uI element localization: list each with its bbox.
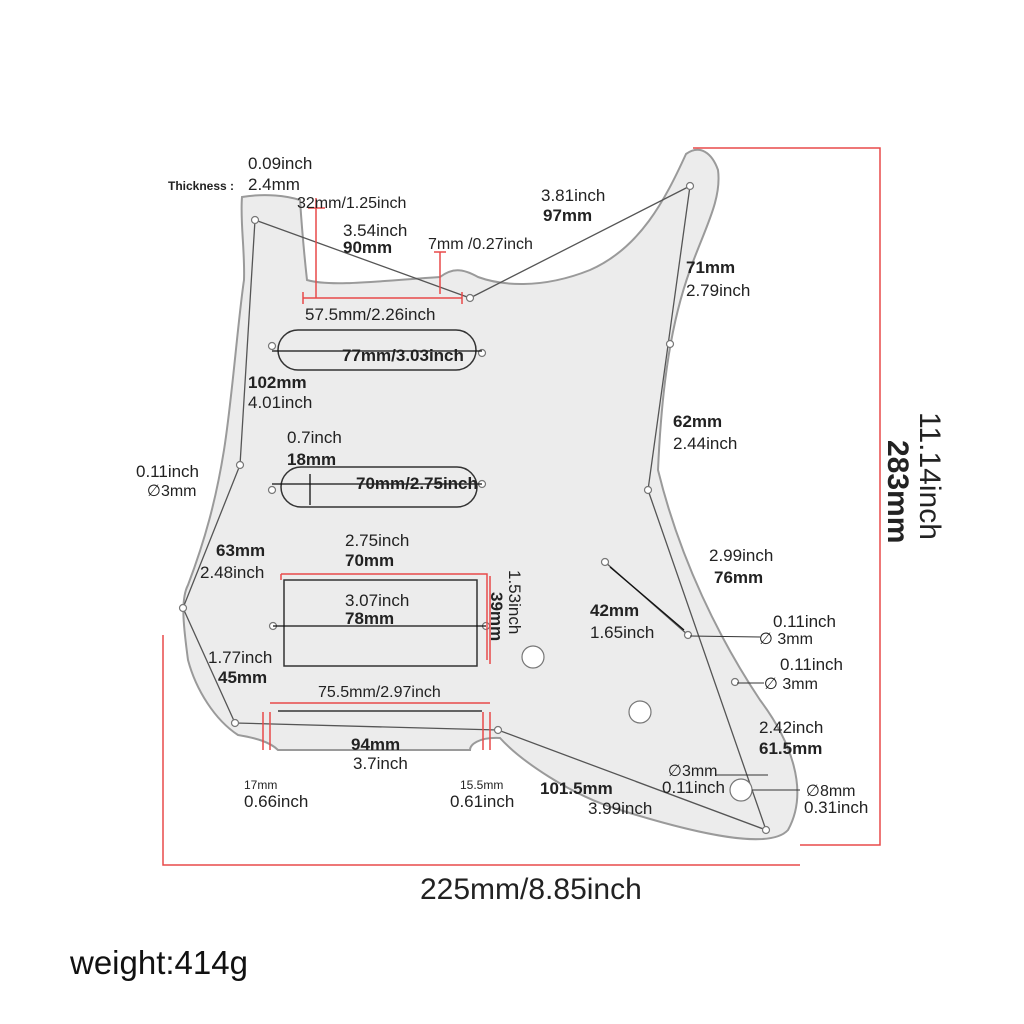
screw-r1-leader [689,635,761,638]
bottom-cut-right-line [482,712,491,750]
overall-width: 225mm/8.85inch [420,873,642,906]
humbucker-width-inch: 2.75inch [345,531,409,550]
thickness-label: Thickness : [168,179,234,193]
left-lower-mm: 63mm [216,541,265,560]
screw-left-inch: 0.11inch [136,462,199,481]
neck-pickup-length: 77mm/3.03inch [342,346,464,365]
screw-r2-inch: 0.11inch [780,655,843,674]
small-step-label: 7mm /0.27inch [428,236,533,253]
left-bottom-inch: 1.77inch [208,648,272,667]
screw-r1-inch: 0.11inch [773,612,836,631]
overall-height-inch: 11.14inch [913,412,946,540]
jack-spacing-mm: 61.5mm [759,739,822,758]
slot-width-line [308,198,325,298]
left-upper-inch: 4.01inch [248,393,312,412]
right-upper-mm: 71mm [686,258,735,277]
bottom-cut-left-mm: 17mm [244,778,277,792]
jack-large-dia: ∅8mm [806,783,856,800]
bottom-cut-left-line [262,712,271,750]
jack-large-inch: 0.31inch [804,798,868,817]
humbucker-height-mm: 39mm [487,592,506,641]
left-bottom-mm: 45mm [218,668,267,687]
humbucker-width-mm: 70mm [345,551,394,570]
humbucker-box [280,573,488,660]
middle-pickup-cavity [280,466,478,508]
span-lines [272,350,685,712]
overall-height-line [693,147,881,846]
mid-pickup-width-mm: 18mm [287,450,336,469]
left-edge-line [182,219,256,724]
slot-span-inch: 3.54inch [343,221,407,240]
control-diag-mm: 42mm [590,601,639,620]
humbucker-span-inch: 3.07inch [345,591,409,610]
screw-r1-dia: ∅ 3mm [759,631,813,648]
bottom-cut-left-inch: 0.66inch [244,792,308,811]
humbucker-height-inch: 1.53inch [505,570,524,634]
mid-pickup-width-inch: 0.7inch [287,428,342,447]
left-upper-mm: 102mm [248,373,307,392]
bottom-cut-width: 75.5mm/2.97inch [318,684,441,701]
left-lower-inch: 2.48inch [200,563,264,582]
control-diag-inch: 1.65inch [590,623,654,642]
bottom-cut-mm: 94mm [351,735,400,754]
bottom-cut-right-inch: 0.61inch [450,792,514,811]
bottom-diag-inch: 3.99inch [588,799,652,818]
bottom-diag-mm: 101.5mm [540,779,613,798]
right-mid-inch: 2.44inch [673,434,737,453]
thickness-mm: 2.4mm [248,175,300,194]
overall-height-mm: 283mm [881,440,914,543]
jack-small-inch: 0.11inch [662,778,725,797]
bottom-cut-inch: 3.7inch [353,754,408,773]
jack-spacing-inch: 2.42inch [759,718,823,737]
screw-left-dia: ∅3mm [147,483,197,500]
slot-bottom-line [302,292,463,304]
horn-diag-inch: 3.81inch [541,186,605,205]
weight-label: weight:414g [70,944,248,981]
neck-pickup-cavity [277,329,477,371]
slot-span-mm: 90mm [343,238,392,257]
overall-width-line [162,635,800,866]
pickguard-outline [182,148,799,841]
humbucker-cavity [283,579,478,667]
bottom-cut-right-mm: 15.5mm [460,778,503,792]
dimension-lines [162,147,881,866]
right-lower-inch: 2.99inch [709,546,773,565]
thickness-inch: 0.09inch [248,154,312,173]
horn-diag-mm: 97mm [543,206,592,225]
humbucker-span-mm: 78mm [345,609,394,628]
slot-width-label: 32mm/1.25inch [297,195,406,212]
right-upper-inch: 2.79inch [686,281,750,300]
right-lower-mm: 76mm [714,568,763,587]
right-mid-mm: 62mm [673,412,722,431]
screw-r2-dia: ∅ 3mm [764,676,818,693]
slot-bottom-label: 57.5mm/2.26inch [305,305,435,324]
mid-pickup-length: 70mm/2.75inch [356,474,478,493]
jack-small-dia: ∅3mm [668,763,718,780]
small-step-line [434,251,446,294]
